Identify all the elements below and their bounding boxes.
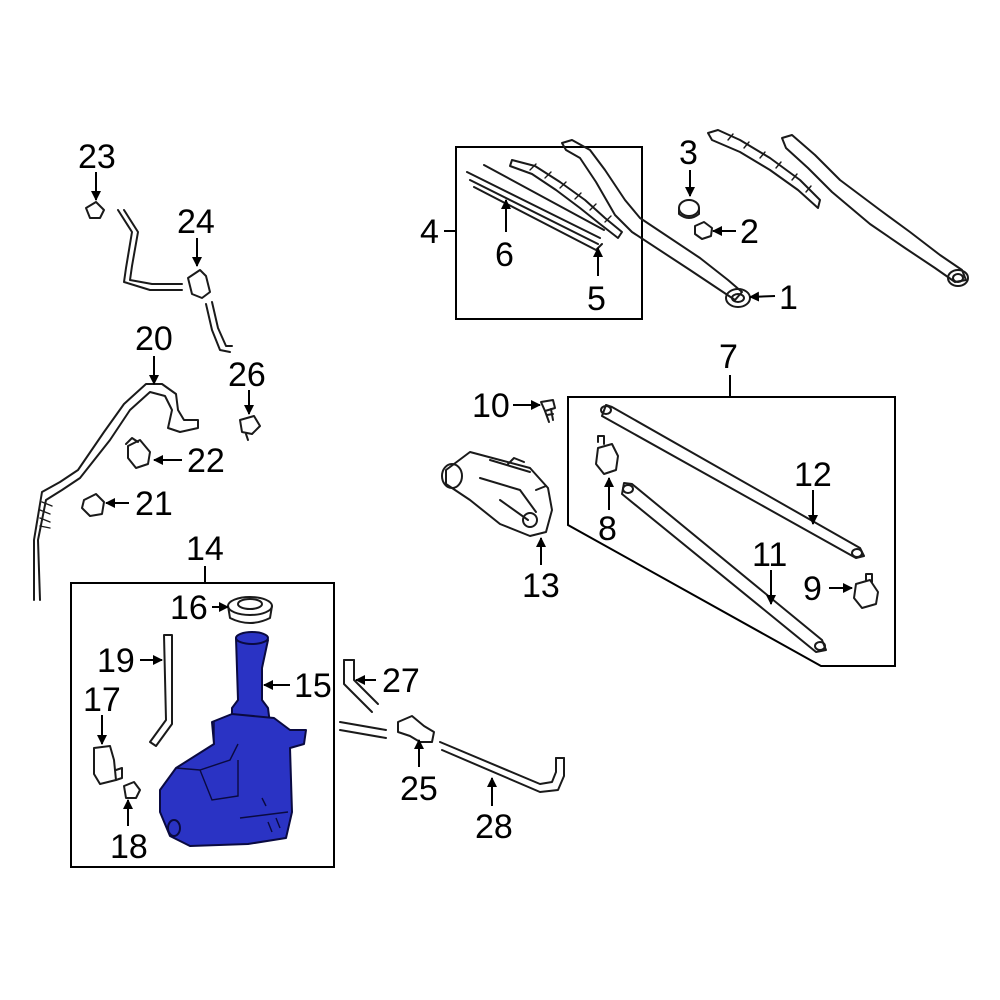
callout-20: 20 <box>135 320 173 358</box>
washer-hose-27-part <box>343 659 379 713</box>
callout-2: 2 <box>740 213 759 251</box>
wiper-arm-nut-part <box>694 221 713 240</box>
washer-hose-20-part <box>33 383 199 601</box>
passenger-wiper-arm-part <box>781 134 969 287</box>
linkage-pivot-8-part <box>595 435 619 475</box>
washer-hose-24-26-part <box>205 301 233 353</box>
callout-5: 5 <box>587 280 606 318</box>
reservoir-tank-body <box>159 713 307 847</box>
callout-1: 1 <box>779 279 798 317</box>
callout-11: 11 <box>752 536 787 574</box>
wiper-blade-part <box>509 159 623 239</box>
wiper-blade-refill-part <box>466 164 605 251</box>
group-box-blade-assembly <box>455 146 643 320</box>
washer-nozzle-26-part <box>239 415 261 441</box>
linkage-pivot-9-part <box>853 573 879 609</box>
motor-bolt-part <box>540 399 556 423</box>
callout-15: 15 <box>294 667 332 705</box>
hose-connector-25-part <box>397 715 435 743</box>
washer-pump-part <box>93 745 123 785</box>
callout-9: 9 <box>803 570 822 608</box>
callout-24: 24 <box>177 203 215 241</box>
washer-nozzle-23-part <box>85 201 105 219</box>
callout-27: 27 <box>382 662 420 700</box>
leader-lines <box>91 170 853 826</box>
wiper-arm-cap-part <box>678 199 700 219</box>
callout-4: 4 <box>420 213 439 251</box>
callout-26: 26 <box>228 356 266 394</box>
callout-labels: 1 2 3 4 5 6 7 8 9 10 11 12 13 14 15 16 1… <box>78 134 832 866</box>
callout-3: 3 <box>679 134 698 172</box>
callout-13: 13 <box>522 567 560 605</box>
callout-7: 7 <box>719 338 738 376</box>
callout-10: 10 <box>472 387 510 425</box>
wiper-motor-part <box>441 451 553 537</box>
callout-18: 18 <box>110 828 148 866</box>
wiper-linkage-rod-11-part <box>621 482 827 653</box>
hose-piece-part <box>339 721 387 739</box>
hose-clip-21-part <box>81 493 105 517</box>
filler-neck <box>231 635 271 725</box>
washer-pump-hose-19-part <box>149 634 173 747</box>
callout-17: 17 <box>83 681 121 719</box>
callout-8: 8 <box>598 510 617 548</box>
callout-28: 28 <box>475 808 513 846</box>
wiper-linkage-rod-12-part <box>600 404 865 559</box>
washer-hose-23-24-part <box>117 209 183 291</box>
group-box-reservoir <box>70 582 335 868</box>
callout-12: 12 <box>794 456 832 494</box>
callout-25: 25 <box>400 770 438 808</box>
group-box-linkage <box>567 396 896 667</box>
callout-21: 21 <box>135 485 173 523</box>
callout-14: 14 <box>186 530 224 568</box>
hose-connector-24-part <box>187 269 211 299</box>
washer-hose-28-part <box>439 741 565 793</box>
pump-grommet-part <box>123 781 141 799</box>
callout-19: 19 <box>97 642 135 680</box>
washer-reservoir-part <box>159 631 307 847</box>
callout-22: 22 <box>187 442 225 480</box>
hose-clip-22-part <box>125 437 151 469</box>
passenger-wiper-blade-part <box>707 129 821 209</box>
callout-6: 6 <box>495 236 514 274</box>
callout-16: 16 <box>170 589 208 627</box>
callout-23: 23 <box>78 138 116 176</box>
filler-cap-part <box>227 596 273 624</box>
